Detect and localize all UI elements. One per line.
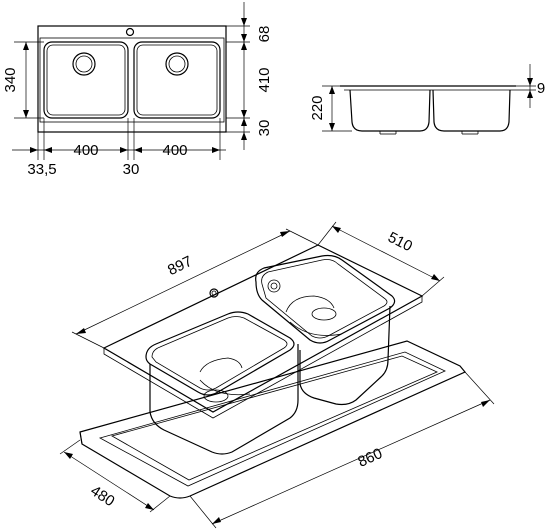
back-bowl bbox=[255, 254, 396, 406]
dim-510-label: 510 bbox=[385, 229, 415, 256]
left-bowl-top bbox=[43, 41, 129, 119]
dim-340-label: 340 bbox=[2, 67, 19, 92]
dim-30-right-label: 30 bbox=[256, 120, 273, 137]
top-view: 68 410 30 340 400 400 33,5 30 bbox=[2, 2, 273, 178]
dim-410-label: 410 bbox=[256, 67, 273, 92]
dim-897-label: 897 bbox=[165, 253, 195, 279]
dim-33-5-label: 33,5 bbox=[27, 161, 56, 178]
dim-30-bottom-label: 30 bbox=[123, 161, 140, 178]
mounting-frame bbox=[79, 340, 466, 499]
right-bowl-top bbox=[133, 41, 221, 119]
front-bowl bbox=[145, 311, 299, 455]
dim-68-label: 68 bbox=[256, 26, 273, 43]
dim-480-label: 480 bbox=[87, 482, 117, 510]
side-view: 220 9 bbox=[309, 64, 545, 135]
dim-220-label: 220 bbox=[309, 95, 326, 120]
dim-400-right-label: 400 bbox=[162, 142, 187, 159]
dim-9-label: 9 bbox=[537, 80, 545, 97]
isometric-view: 897 510 860 480 bbox=[59, 221, 495, 529]
dim-400-left-label: 400 bbox=[73, 142, 98, 159]
